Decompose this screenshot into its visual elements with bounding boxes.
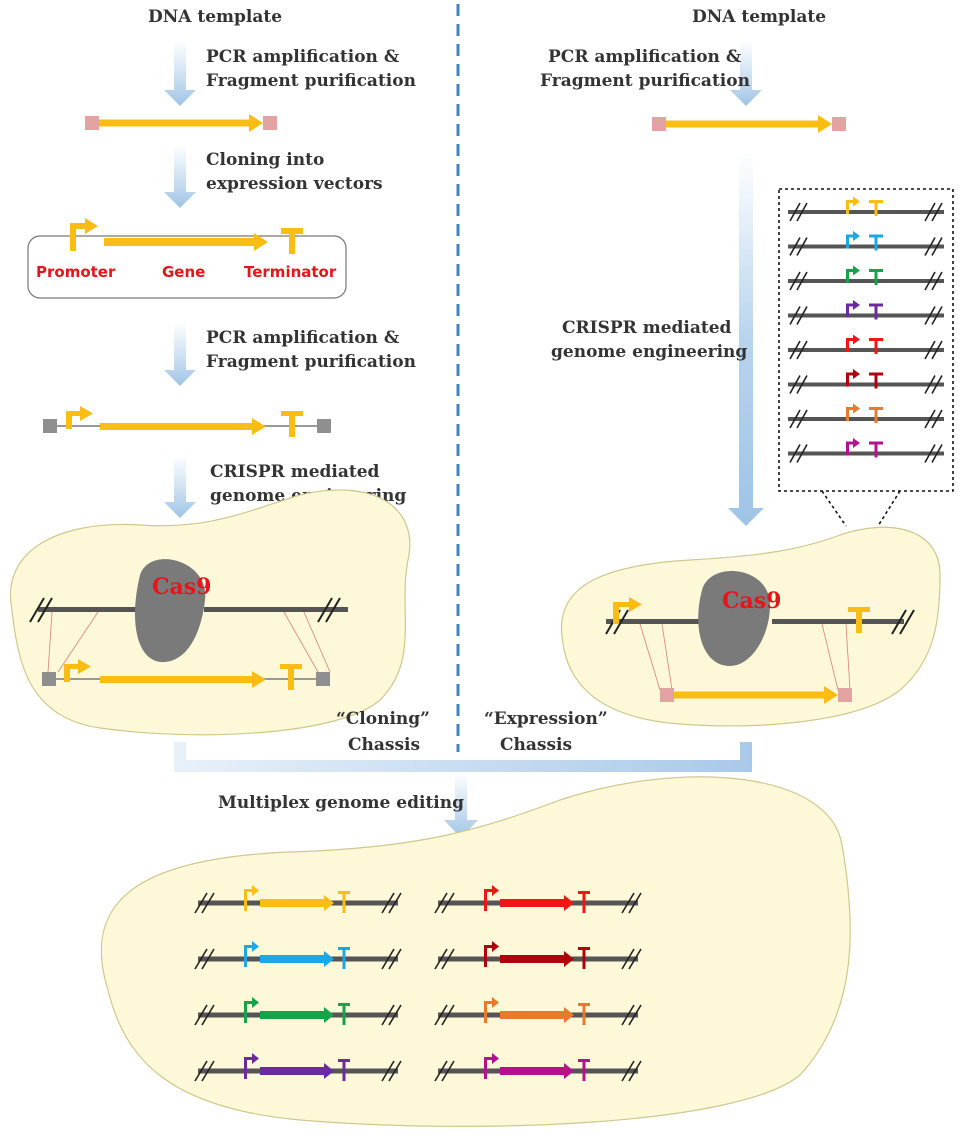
library-promoter-icon: [846, 407, 849, 421]
left-step1-label-1: PCR amplification &: [206, 47, 400, 67]
left-arrow-1: [164, 40, 196, 106]
locus-gene-arrow: [260, 1011, 324, 1019]
right-pcr-fragment: [652, 115, 846, 133]
left-pcr-fragment: [85, 114, 277, 132]
right-cas9-label: Cas9: [722, 588, 781, 614]
right-arrow-1: [730, 40, 762, 106]
cloning-chassis-label-2: Chassis: [348, 735, 420, 755]
library-promoter-icon: [846, 372, 849, 387]
left-cas9-label: Cas9: [152, 574, 211, 600]
cloning-chassis-label-1: “Cloning”: [336, 709, 430, 729]
right-step1-label-1: PCR amplification &: [548, 47, 742, 67]
cas9-blob-right: [698, 571, 770, 666]
cassette-library-box: [778, 188, 954, 492]
left-title: DNA template: [148, 7, 282, 27]
library-row: [788, 265, 944, 291]
edited-locus: [194, 941, 402, 970]
library-row: [788, 403, 944, 429]
library-promoter-icon: [846, 303, 849, 318]
edited-locus: [434, 941, 642, 970]
bottom-yeast-cell: [100, 776, 851, 1127]
edited-locus: [194, 1053, 402, 1082]
left-arrow-3: [164, 322, 196, 386]
library-row: [788, 196, 944, 222]
left-cassette-fragment: [43, 406, 331, 437]
left-step2-label-2: expression vectors: [206, 174, 383, 194]
expression-chassis-label-2: Chassis: [500, 735, 572, 755]
terminator-icon: [281, 228, 303, 254]
locus-gene-arrow: [260, 899, 324, 907]
left-step3-label-2: Fragment purification: [206, 352, 416, 372]
locus-promoter-icon: [484, 1057, 487, 1079]
edited-locus: [194, 885, 402, 914]
right-yeast-cell: Cas9: [560, 526, 941, 727]
library-promoter-icon: [846, 200, 849, 214]
left-yeast-cell: Cas9: [9, 489, 411, 736]
locus-promoter-icon: [244, 1001, 247, 1023]
library-row: [788, 334, 944, 360]
locus-gene-arrow: [500, 1067, 564, 1075]
vector-promoter-label: Promoter: [36, 263, 116, 281]
right-step1-label-2: Fragment purification: [540, 71, 750, 91]
merge-connector: [174, 742, 752, 838]
library-row: [788, 300, 944, 325]
locus-gene-arrow: [500, 899, 564, 907]
expression-vector: Promoter Gene Terminator: [27, 218, 347, 299]
edited-locus: [434, 885, 642, 914]
library-row: [788, 231, 944, 256]
left-step2-label-1: Cloning into: [206, 150, 324, 170]
edited-locus: [434, 1053, 642, 1082]
locus-promoter-icon: [244, 1057, 247, 1079]
locus-promoter-icon: [484, 1001, 487, 1023]
left-step3-label-1: PCR amplification &: [206, 328, 400, 348]
left-step1-label-2: Fragment purification: [206, 71, 416, 91]
library-promoter-icon: [846, 441, 849, 456]
library-zoom-lines: [821, 490, 901, 527]
expression-chassis-label-1: “Expression”: [484, 709, 608, 729]
edited-locus: [434, 997, 642, 1026]
gene-arrow-icon: [104, 233, 268, 251]
right-step2-label-1: CRISPR mediated: [562, 318, 732, 338]
locus-promoter-icon: [244, 945, 247, 967]
vector-terminator-label: Terminator: [244, 263, 337, 281]
library-promoter-icon: [846, 269, 849, 283]
library-promoter-icon: [846, 234, 849, 249]
library-row: [788, 438, 944, 463]
locus-gene-arrow: [260, 1067, 324, 1075]
right-step2-label-2: genome engineering: [551, 342, 747, 362]
right-title: DNA template: [692, 7, 826, 27]
edited-locus: [194, 997, 402, 1026]
vector-gene-label: Gene: [162, 263, 205, 281]
right-long-arrow: [728, 152, 764, 526]
locus-promoter-icon: [484, 889, 487, 911]
left-step4-label-1: CRISPR mediated: [210, 462, 380, 482]
locus-gene-arrow: [500, 955, 564, 963]
left-arrow-4: [164, 455, 196, 518]
left-arrow-2: [164, 145, 196, 208]
locus-promoter-icon: [484, 945, 487, 967]
library-promoter-icon: [846, 338, 849, 352]
multiplex-label: Multiplex genome editing: [218, 793, 464, 813]
locus-gene-arrow: [260, 955, 324, 963]
library-row: [788, 369, 944, 394]
cas9-blob-left: [134, 559, 206, 663]
promoter-icon: [70, 218, 98, 251]
locus-promoter-icon: [244, 889, 247, 911]
locus-gene-arrow: [500, 1011, 564, 1019]
